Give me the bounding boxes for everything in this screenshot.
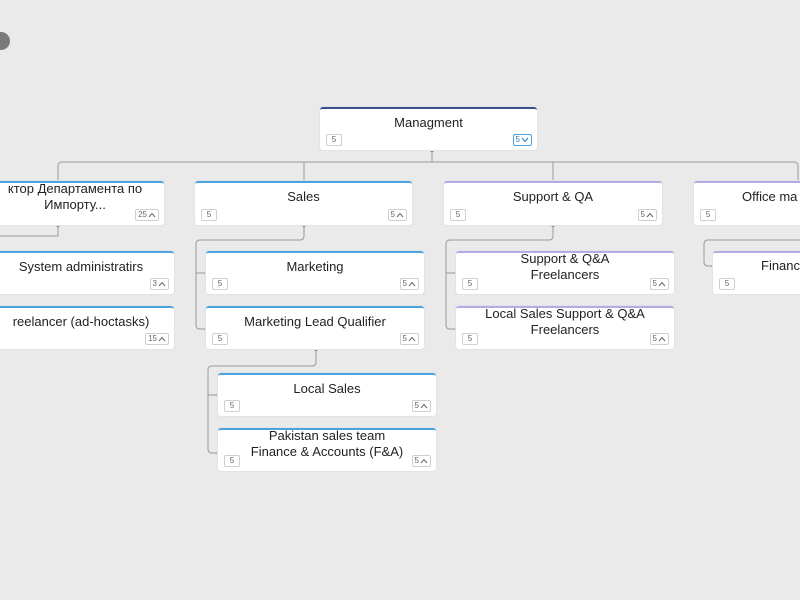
node-title: Marketing: [286, 258, 344, 274]
org-node-director-import[interactable]: ктор Департамента по Импорту... 25: [0, 181, 164, 225]
org-node-support-qa-freelancers[interactable]: Support & Q&A Freelancers 5 5: [456, 251, 674, 294]
child-count: 3: [152, 279, 157, 288]
expand-toggle[interactable]: 5: [512, 134, 532, 146]
node-title: Support & Q&A Freelancers: [520, 250, 610, 282]
member-count-badge: 5: [201, 209, 217, 221]
expand-toggle[interactable]: 5: [387, 209, 407, 221]
child-count: 5: [652, 279, 657, 288]
org-node-local-sales-support[interactable]: Local Sales Support & Q&A Freelancers 5 …: [456, 306, 674, 349]
org-node-finance[interactable]: Financ 5: [713, 251, 800, 294]
chevron-up-icon: [408, 336, 416, 342]
expand-toggle[interactable]: 5: [399, 333, 419, 345]
child-count: 5: [414, 401, 419, 410]
child-count: 5: [652, 334, 657, 343]
node-title: Local Sales Support & Q&A Freelancers: [485, 305, 645, 337]
member-count-badge: 5: [212, 333, 228, 345]
expand-toggle[interactable]: 5: [637, 209, 657, 221]
chevron-up-icon: [158, 336, 166, 342]
member-count-badge: 5: [700, 209, 716, 221]
chevron-up-icon: [646, 212, 654, 218]
org-node-freelancer-adhoc[interactable]: reelancer (ad-hoctasks) 15: [0, 306, 174, 349]
chevron-up-icon: [420, 458, 428, 464]
connector-director-children: [0, 225, 59, 237]
chevron-up-icon: [148, 212, 156, 218]
node-title: Financ: [761, 257, 800, 273]
panel-toggle-button[interactable]: [0, 32, 10, 50]
chevron-up-icon: [396, 212, 404, 218]
child-count: 5: [402, 279, 407, 288]
chevron-up-icon: [658, 281, 666, 287]
expand-toggle[interactable]: 15: [145, 333, 169, 345]
connector-office-children: [703, 239, 800, 267]
chevron-up-icon: [658, 336, 666, 342]
node-title: Support & QA: [512, 189, 594, 204]
child-count: 5: [390, 210, 395, 219]
org-node-sales[interactable]: Sales 5 5: [195, 181, 412, 225]
connector-management-children: [57, 150, 799, 182]
member-count-badge: 5: [719, 278, 735, 290]
node-title: Managment: [394, 114, 463, 130]
connector-support-children: [445, 225, 554, 330]
expand-toggle[interactable]: 5: [411, 455, 431, 467]
chevron-down-icon: [521, 137, 529, 143]
child-count: 5: [414, 456, 419, 465]
connector-sales-children: [195, 225, 305, 330]
expand-toggle[interactable]: 3: [149, 278, 169, 290]
org-node-management[interactable]: Managment 5 5: [320, 107, 537, 150]
member-count-badge: 5: [462, 333, 478, 345]
child-count: 5: [640, 210, 645, 219]
member-count-badge: 5: [450, 209, 466, 221]
expand-toggle[interactable]: 25: [135, 209, 159, 221]
node-title: Local Sales: [293, 380, 361, 396]
chevron-up-icon: [420, 403, 428, 409]
child-count: 5: [515, 135, 520, 144]
member-count-badge: 5: [224, 400, 240, 412]
chevron-up-icon: [408, 281, 416, 287]
node-title: reelancer (ad-hoctasks): [12, 313, 150, 329]
member-count-badge: 5: [462, 278, 478, 290]
expand-toggle[interactable]: 5: [649, 278, 669, 290]
member-count-badge: 5: [212, 278, 228, 290]
node-title: Marketing Lead Qualifier: [244, 313, 386, 329]
org-node-marketing[interactable]: Marketing 5 5: [206, 251, 424, 294]
connector-mlq-children: [207, 349, 317, 454]
chevron-up-icon: [158, 281, 166, 287]
member-count-badge: 5: [224, 455, 240, 467]
node-title: ктор Департамента по Импорту...: [7, 181, 143, 212]
org-node-support-qa[interactable]: Support & QA 5 5: [444, 181, 662, 225]
org-node-system-administrators[interactable]: System administratirs 3: [0, 251, 174, 294]
child-count: 25: [138, 210, 147, 219]
node-title: System administratirs: [18, 258, 144, 274]
expand-toggle[interactable]: 5: [649, 333, 669, 345]
expand-toggle[interactable]: 5: [411, 400, 431, 412]
org-node-pakistan-sales-team[interactable]: Pakistan sales team Finance & Accounts (…: [218, 428, 436, 471]
org-node-marketing-lead-qualifier[interactable]: Marketing Lead Qualifier 5 5: [206, 306, 424, 349]
child-count: 5: [402, 334, 407, 343]
org-node-local-sales[interactable]: Local Sales 5 5: [218, 373, 436, 416]
org-node-office-management[interactable]: Office ma 5: [694, 181, 800, 225]
expand-toggle[interactable]: 5: [399, 278, 419, 290]
node-title: Pakistan sales team Finance & Accounts (…: [250, 427, 404, 459]
member-count-badge: 5: [326, 134, 342, 146]
node-title: Sales: [287, 189, 320, 204]
node-title: Office ma: [742, 189, 798, 204]
child-count: 15: [148, 334, 157, 343]
